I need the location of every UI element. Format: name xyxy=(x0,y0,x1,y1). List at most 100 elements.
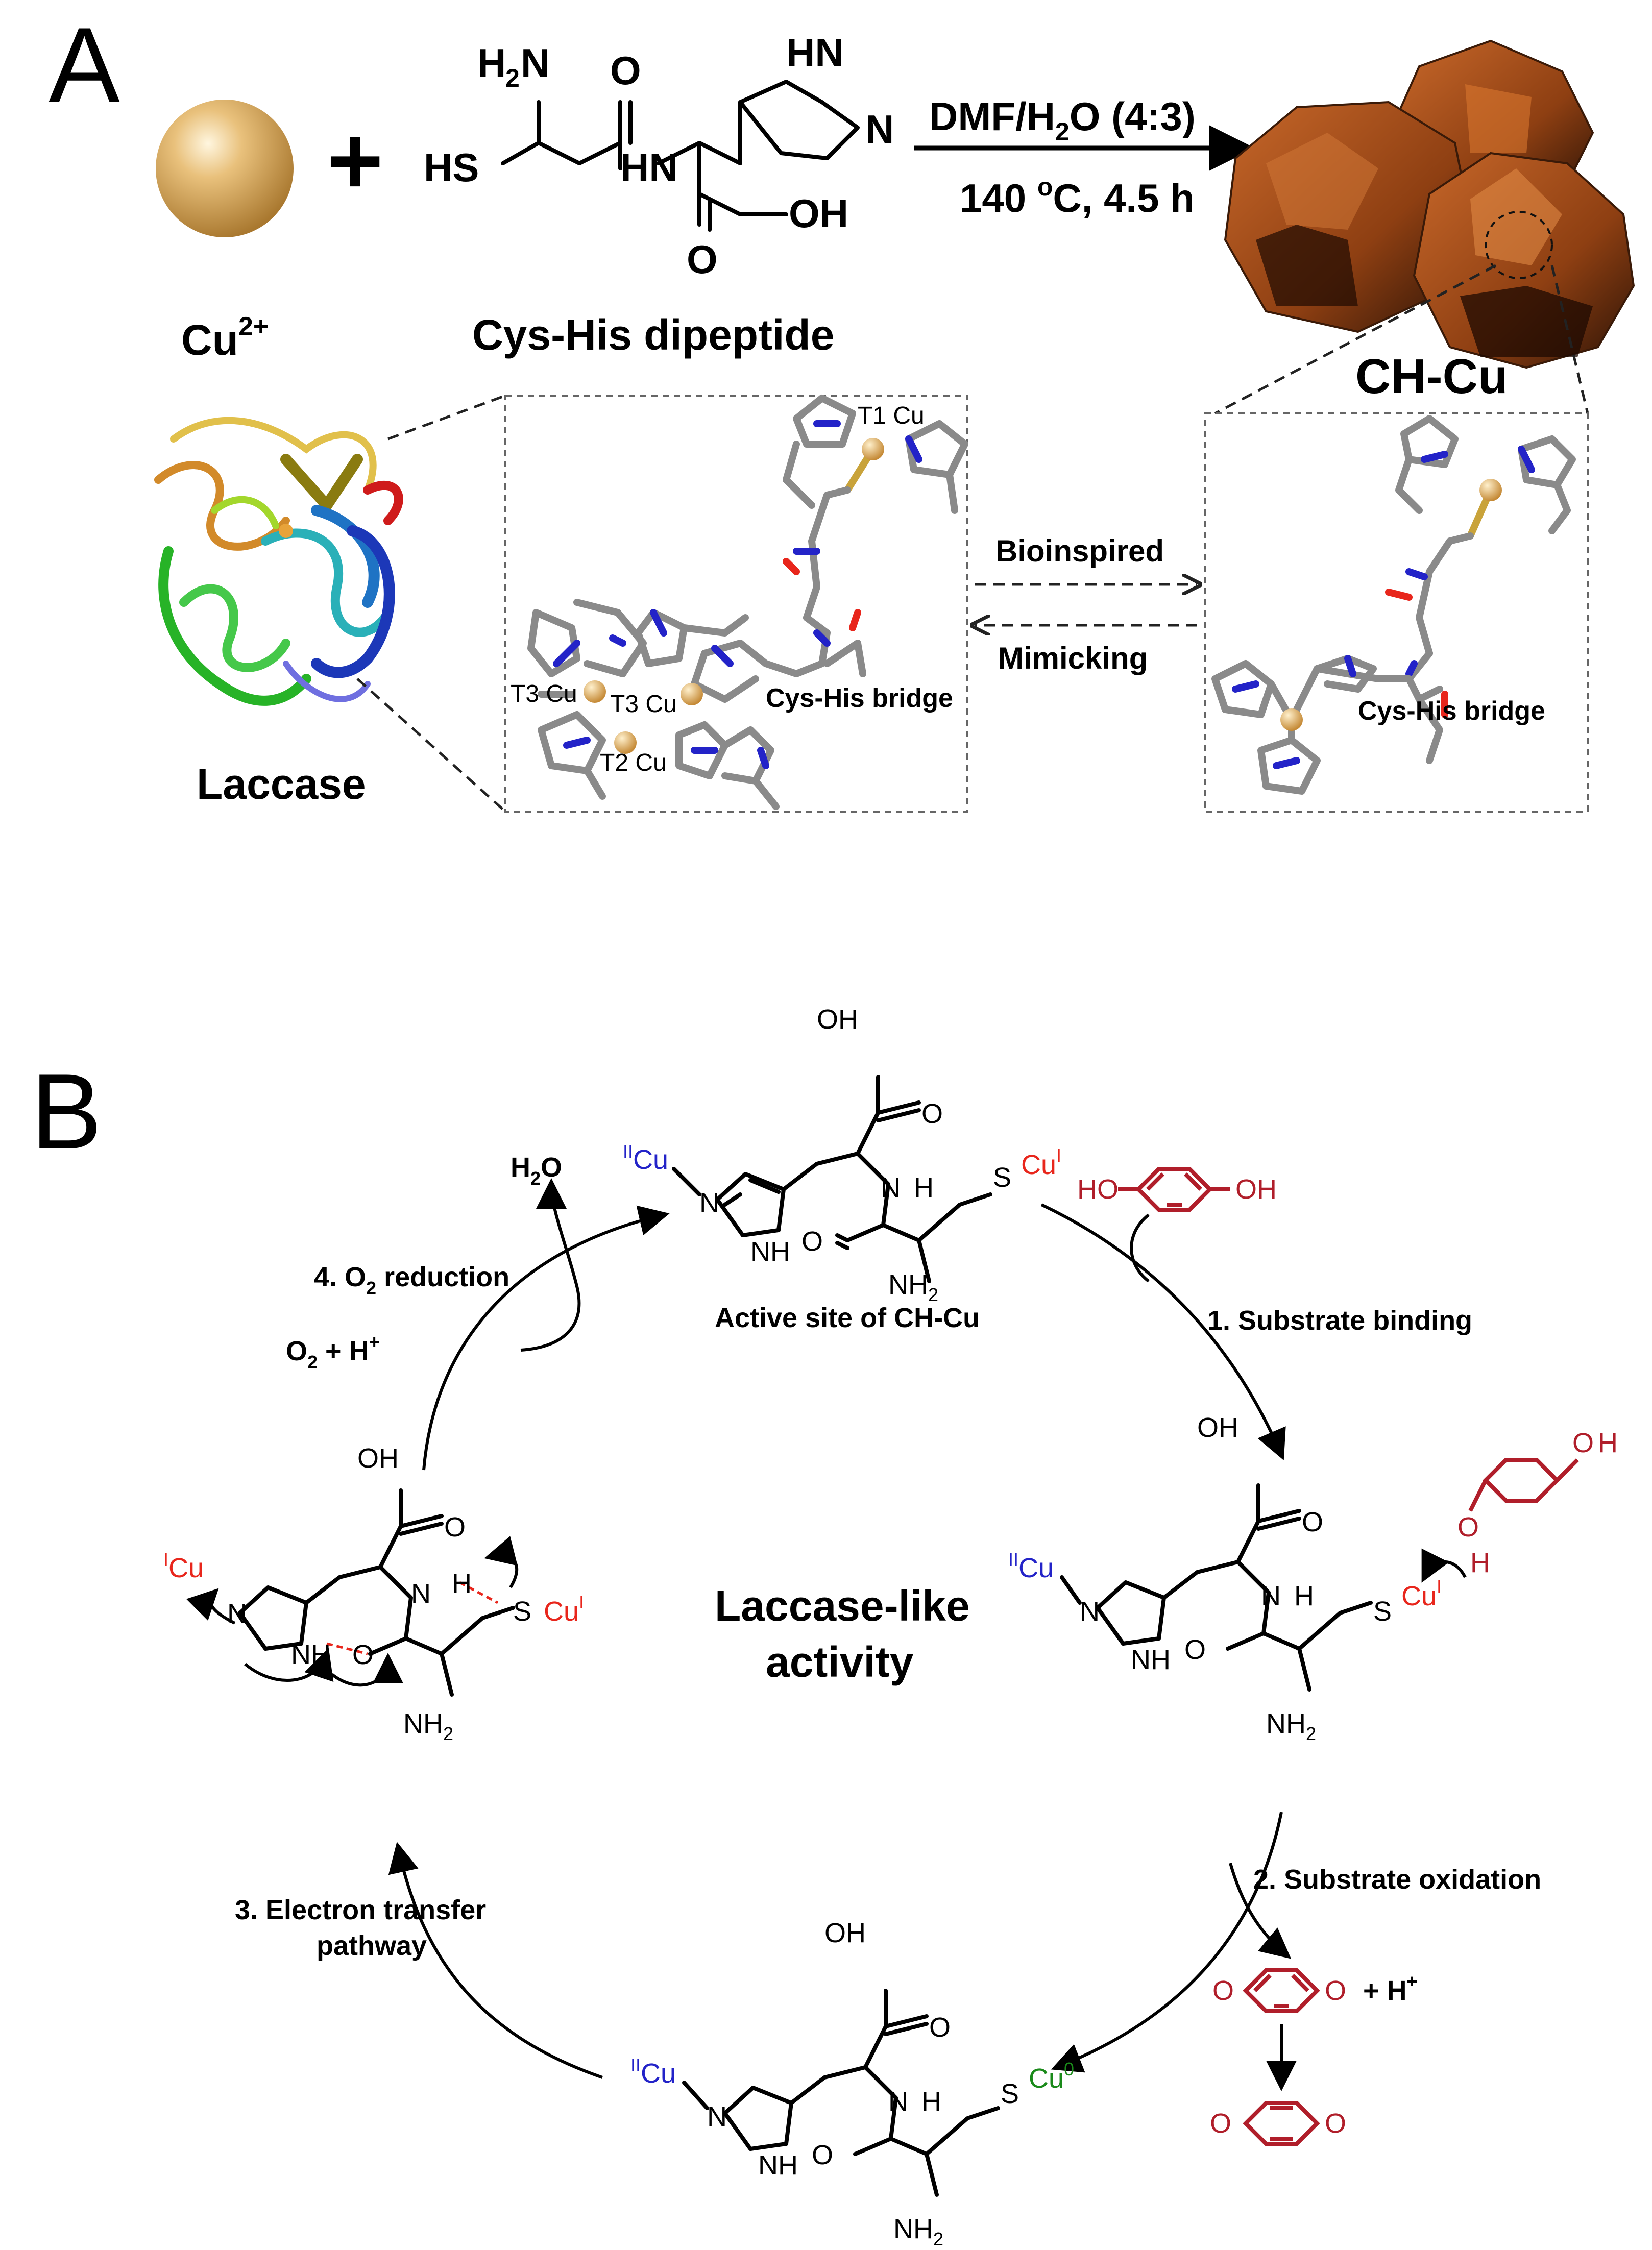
svg-text:O: O xyxy=(1210,2108,1231,2139)
svg-text:O: O xyxy=(1572,1428,1594,1458)
active-site-structure-top: OH O N H N NH O S NH2 IICu CuI xyxy=(623,1004,1061,1305)
svg-text:O: O xyxy=(444,1512,466,1543)
enzyme-label: Laccase xyxy=(197,760,366,808)
temperature-condition: 140 oC, 4.5 h xyxy=(960,173,1195,221)
cu-ion-label: Cu2+ xyxy=(181,312,269,364)
svg-text:IICu: IICu xyxy=(630,2055,676,2089)
electron-transfer-structure-left: OH O N H N NH O S NH2 ICu CuI xyxy=(163,1443,584,1744)
svg-text:OH: OH xyxy=(357,1443,399,1474)
svg-text:N: N xyxy=(881,1172,901,1203)
zoom-line-np-right xyxy=(1550,265,1589,414)
product-label: CH-Cu xyxy=(1355,349,1508,404)
svg-text:NH2: NH2 xyxy=(888,1269,938,1305)
svg-text:N: N xyxy=(888,2086,908,2117)
svg-text:S: S xyxy=(993,1162,1011,1193)
catalytic-cycle-arrows xyxy=(388,1178,1292,2079)
svg-text:NH: NH xyxy=(758,2150,798,2181)
svg-text:CuI: CuI xyxy=(1021,1145,1061,1180)
svg-text:NH2: NH2 xyxy=(1266,1708,1316,1744)
svg-text:O: O xyxy=(812,2140,833,2170)
zoom-line-np-left xyxy=(1214,264,1497,415)
benzoquinone-product: O O xyxy=(1210,2101,1346,2146)
svg-text:O: O xyxy=(1184,1634,1206,1665)
active-site-marker xyxy=(1485,211,1553,279)
t2-cu-label: T2 Cu xyxy=(600,749,667,776)
svg-text:N: N xyxy=(227,1599,247,1629)
svg-text:IICu: IICu xyxy=(1008,1549,1054,1583)
svg-text:H: H xyxy=(1294,1581,1314,1611)
svg-text:OH: OH xyxy=(1197,1412,1238,1443)
step-1-label: 1. Substrate binding xyxy=(1207,1305,1472,1336)
ch-cu-copper-atoms xyxy=(1280,479,1502,731)
plus-sign: + xyxy=(327,107,383,215)
zoom-line-top-left xyxy=(387,394,506,441)
svg-text:OH: OH xyxy=(824,1918,866,1948)
svg-text:NH2: NH2 xyxy=(893,2214,943,2249)
svg-text:Cu0: Cu0 xyxy=(1029,2059,1074,2094)
svg-text:H: H xyxy=(452,1568,472,1599)
svg-text:H: H xyxy=(921,2086,941,2117)
bridge-label-laccase: Cys-His bridge xyxy=(766,683,953,713)
svg-text:O: O xyxy=(1212,1975,1234,2006)
oxygen-proton-reactant: O2 + H+ xyxy=(286,1331,380,1373)
svg-text:HN: HN xyxy=(786,30,844,75)
svg-text:O: O xyxy=(801,1226,823,1257)
step-3-label-line1: 3. Electron transfer xyxy=(235,1895,486,1925)
hydroquinone-substrate: HO OH xyxy=(1077,1167,1277,1212)
active-site-caption: Active site of CH-Cu xyxy=(715,1303,980,1333)
panel-b-label: B xyxy=(31,1051,102,1171)
svg-text:S: S xyxy=(1373,1596,1392,1627)
t3-cu-label-left: T3 Cu xyxy=(511,680,577,707)
svg-text:IICu: IICu xyxy=(623,1141,668,1175)
step-4-label: 4. O2 reduction xyxy=(314,1262,509,1299)
svg-text:NH: NH xyxy=(750,1236,790,1267)
dipeptide-label: Cys-His dipeptide xyxy=(472,311,834,359)
panel-a-label: A xyxy=(48,5,120,125)
svg-text:O: O xyxy=(1325,1975,1346,2006)
svg-text:OH: OH xyxy=(789,191,848,236)
svg-text:N: N xyxy=(411,1578,431,1609)
svg-text:OH: OH xyxy=(1235,1174,1277,1205)
svg-text:O: O xyxy=(352,1640,374,1670)
zoom-line-bottom-left xyxy=(356,678,506,813)
svg-text:N: N xyxy=(1261,1581,1281,1611)
bridge-label-ch-cu: Cys-His bridge xyxy=(1358,696,1545,726)
laccase-protein-ribbon xyxy=(154,417,403,706)
svg-text:HO: HO xyxy=(1077,1174,1119,1205)
t3-cu-label-right: T3 Cu xyxy=(610,691,677,718)
svg-text:O: O xyxy=(1302,1507,1323,1537)
ch-cu-active-site-sticks xyxy=(1211,415,1576,795)
proton-release: + H+ xyxy=(1363,1971,1418,2006)
cu-ion-sphere xyxy=(156,100,294,237)
step-3-label-line2: pathway xyxy=(317,1930,427,1961)
svg-text:H: H xyxy=(914,1172,934,1203)
svg-text:N: N xyxy=(699,1188,719,1218)
svg-text:O: O xyxy=(610,48,641,93)
svg-text:H: H xyxy=(1598,1428,1618,1458)
ch-cu-active-site-inset xyxy=(1204,412,1589,813)
svg-text:N: N xyxy=(1080,1596,1100,1627)
step-2-label: 2. Substrate oxidation xyxy=(1253,1864,1541,1895)
substrate-bound-structure-right: OH O N H N NH O S NH2 IICu CuI O H O H xyxy=(1008,1412,1618,1744)
svg-text:O: O xyxy=(1457,1512,1479,1543)
svg-text:H: H xyxy=(477,40,506,85)
svg-text:O: O xyxy=(687,237,718,282)
svg-text:HS: HS xyxy=(424,145,479,190)
svg-text:HN: HN xyxy=(620,145,678,190)
svg-text:S: S xyxy=(1001,2078,1019,2109)
svg-text:NH2: NH2 xyxy=(403,1708,453,1744)
bioinspired-label: Bioinspired xyxy=(995,534,1164,568)
center-title-line2: activity xyxy=(766,1638,914,1686)
laccase-active-site-sticks xyxy=(527,395,968,810)
reduced-copper-structure-bottom: OH O N H N NH O S NH2 IICu Cu0 xyxy=(630,1918,1074,2249)
water-product: H2O xyxy=(511,1152,562,1189)
svg-text:O: O xyxy=(929,2012,951,2043)
svg-text:CuI: CuI xyxy=(544,1592,584,1627)
semiquinone-radical: O O + H+ xyxy=(1212,1968,1418,2013)
svg-text:NH: NH xyxy=(1131,1645,1171,1675)
svg-text:N: N xyxy=(865,107,894,152)
cys-his-dipeptide-structure: H 2 N O HS HN HN N O OH xyxy=(424,30,894,282)
svg-text:NH: NH xyxy=(291,1640,331,1670)
svg-text:CuI: CuI xyxy=(1401,1576,1442,1611)
